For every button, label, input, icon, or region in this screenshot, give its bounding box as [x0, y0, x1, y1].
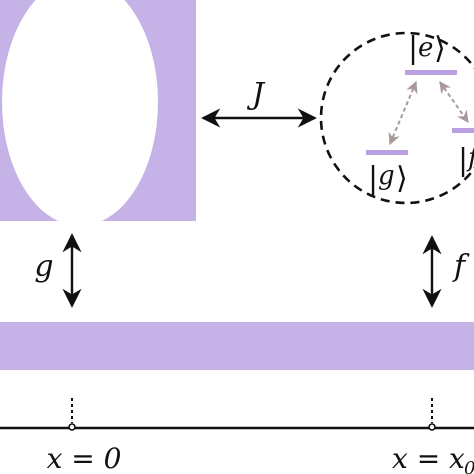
ket-e-letter: e [418, 33, 433, 63]
transition-e-g-arrow [388, 80, 418, 146]
ket-f-letter: f [466, 143, 474, 173]
g-coupling-label: g [34, 249, 53, 284]
svg-text:|: | [368, 161, 378, 196]
cavity [0, 0, 196, 226]
ket-g-letter: g [378, 161, 395, 191]
position-atom-label: x = x [392, 442, 465, 474]
j-coupling-label: J [246, 77, 266, 112]
ket-g: | g ⟩ [368, 161, 408, 196]
ket-e: | e ⟩ [408, 31, 446, 66]
ket-f: | f [458, 143, 474, 178]
waveguide [0, 322, 474, 370]
position-atom-marker [428, 423, 436, 431]
position-zero-marker [68, 423, 76, 431]
level-g-bar [366, 150, 408, 155]
level-f-bar [452, 128, 474, 133]
level-e-bar [405, 70, 457, 75]
svg-text:⟩: ⟩ [434, 31, 446, 66]
position-zero-label: x = 0 [47, 442, 122, 474]
f-coupling-label: f [452, 249, 470, 284]
svg-text:|: | [408, 31, 418, 66]
cavity-opening [2, 0, 158, 226]
svg-text:|: | [458, 143, 468, 178]
position-atom-subscript: 0 [464, 458, 474, 474]
svg-text:⟩: ⟩ [396, 161, 408, 196]
transition-e-f-arrow [439, 81, 469, 123]
